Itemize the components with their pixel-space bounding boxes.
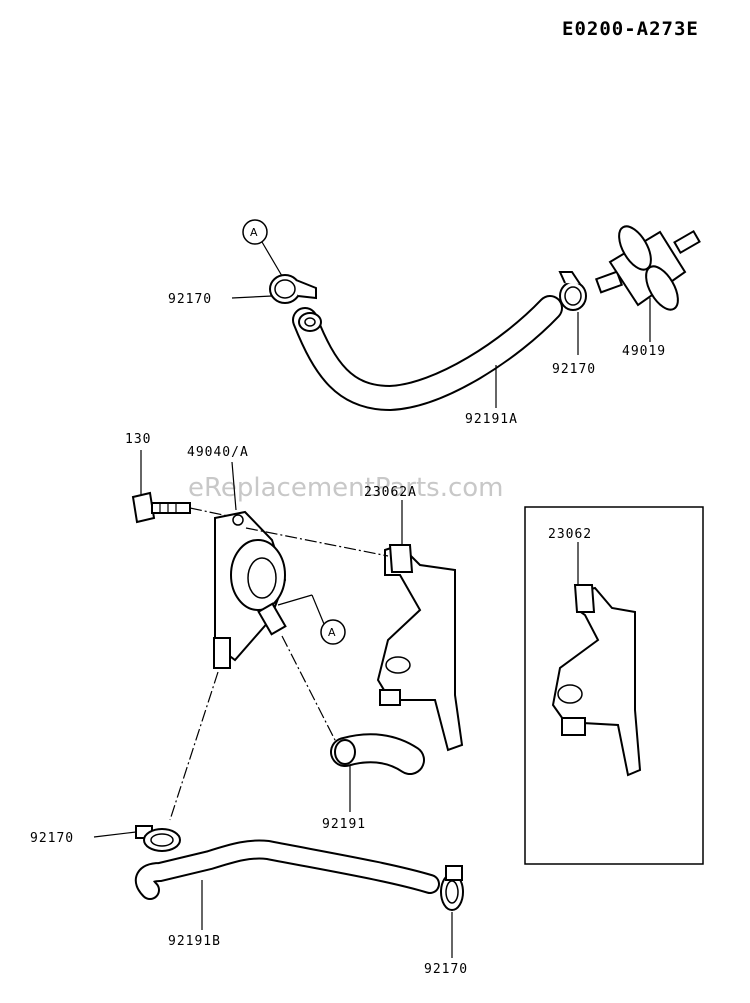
reference-circle-a-top: A — [242, 219, 283, 277]
bracket-main — [376, 543, 464, 752]
label-clamp-top-left: 92170 — [168, 292, 212, 307]
assembly-line-pump-clamp — [169, 671, 219, 821]
reference-circle-a-pump: A — [277, 594, 346, 645]
hose-92191 — [330, 733, 425, 775]
label-hose-top: 92191A — [465, 412, 518, 427]
assembly-line-pump-hose — [281, 635, 337, 743]
label-bolt: 130 — [125, 432, 151, 447]
svg-text:A: A — [328, 626, 336, 639]
hose-92191b — [134, 839, 440, 900]
assembly-line-bracket — [245, 527, 389, 557]
label-pump: 49040/A — [187, 445, 249, 460]
label-hose-mid: 92191 — [322, 817, 366, 832]
label-clamp-top-right: 92170 — [552, 362, 596, 377]
label-clamp-bottom: 92170 — [424, 962, 468, 977]
bolt — [131, 491, 191, 524]
diagram-code: E0200-A273E — [562, 18, 699, 40]
clamp-mid-left — [135, 825, 181, 852]
bracket-inset — [551, 584, 642, 777]
fuel-filter — [594, 225, 701, 311]
label-bracket-inset: 23062 — [548, 527, 592, 542]
fuel-pump — [213, 510, 287, 669]
inset-panel — [524, 506, 704, 865]
clamp-bottom — [440, 865, 464, 911]
leader-pump — [231, 461, 237, 511]
clamp-top-right — [558, 271, 587, 311]
clamp-top-left — [269, 274, 317, 304]
label-filter: 49019 — [622, 344, 666, 359]
watermark: eReplacementParts.com — [188, 473, 504, 503]
label-clamp-mid-left: 92170 — [30, 831, 74, 846]
assembly-line-bolt — [189, 507, 229, 517]
label-bracket: 23062A — [364, 485, 417, 500]
svg-text:A: A — [250, 226, 258, 239]
leader-clamp-mid-left — [93, 831, 137, 838]
leader-clamp-top-left — [231, 295, 273, 299]
hose-92191a — [292, 295, 563, 412]
label-hose-bottom: 92191B — [168, 934, 221, 949]
